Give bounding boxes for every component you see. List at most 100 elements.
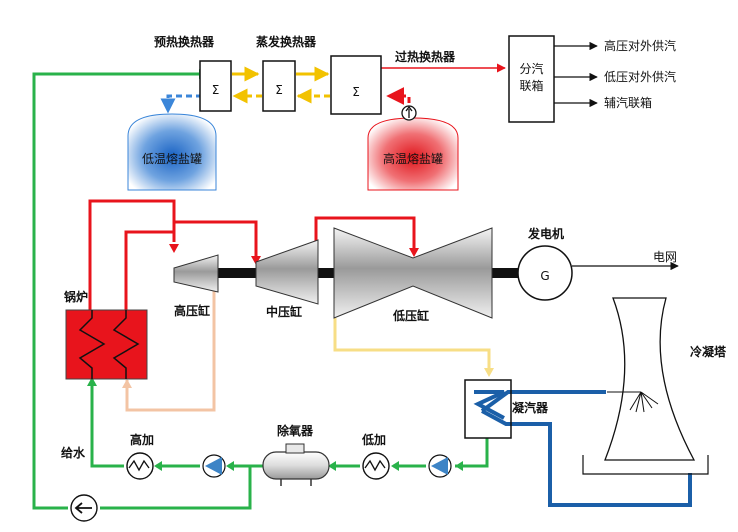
cooling-return-line [481,409,692,507]
low-temp-tank-body [127,113,217,191]
low-temp-salt-tank: 低温熔盐罐 [127,113,217,191]
hp-exhaust-return-line [125,286,216,412]
low-temp-tank-label: 低温熔盐罐 [142,151,202,166]
preheater: Σ [199,60,232,112]
evaporator: Σ [262,60,296,112]
steam-header-label-2: 联箱 [519,78,543,93]
condenser-label: 凝汽器 [512,400,549,415]
condensate-pump[interactable] [428,454,452,478]
feedwater-pump[interactable] [70,494,98,522]
salt-pump-arrow-icon [405,105,413,118]
pump-triangle-icon [205,457,222,475]
superheater-box [330,55,382,115]
feed-pump[interactable] [202,454,226,478]
feedwater-bottom-line [100,464,262,510]
boiler [65,309,148,380]
feedwater-riser-line [32,72,199,510]
steam-outputs [554,41,598,108]
hp-heater [126,452,154,480]
arrow-into-ip [251,256,261,265]
superheater-symbol: Σ [352,85,360,99]
deaerator-body [262,451,330,480]
generator-label: 发电机 [527,226,564,241]
hp-cylinder-body [173,254,219,293]
arrow-into-lp [409,248,419,257]
feed-water-label: 给水 [61,445,86,460]
ip-to-lp-line [314,216,416,253]
superheater-label: 过热换热器 [395,49,456,64]
pump-arrow-icon [74,502,92,514]
hp-cylinder [173,254,219,293]
main-steam-lines [88,199,416,310]
arrow-into-deaerator [328,461,336,471]
condenser-tube-bundle [473,390,505,420]
arrow-into-condenser [484,368,494,377]
preheater-symbol: Σ [212,83,220,97]
arrow-into-hp [169,244,179,253]
generator: G [517,245,573,301]
lp-supply-label: 低压对外供汽 [604,69,676,84]
steam-header: 分汽 联箱 [508,35,555,123]
evaporator-box [262,60,296,112]
feedwater-loop [32,72,489,510]
boiler-coil-left [78,310,106,379]
spray-nozzle-icon [607,391,659,413]
cooling-tower-shell [604,297,696,461]
superheater: Σ [330,55,382,115]
generator-circle [517,245,573,301]
preheater-box [199,60,232,112]
hp-exhaust-to-boiler-line [124,230,174,310]
ip-cylinder-body [255,239,319,305]
lp-heater [362,452,390,480]
steam-arrows [169,244,419,265]
lp-exhaust-line [333,318,491,372]
cooling-tower-basin [582,455,709,475]
cooling-water-loop [473,390,692,507]
lp-heater-circle [362,452,390,480]
steam-header-label-1: 分汽 [519,61,543,76]
evaporator-symbol: Σ [275,83,283,97]
blue-salt-return [160,94,202,114]
hp-cylinder-label: 高压缸 [174,303,210,318]
deaerator-label: 除氧器 [277,423,314,438]
boiler-to-ip-line [174,220,258,258]
lp-heater-label: 低加 [361,432,386,447]
lp-cylinder-body [333,227,493,319]
pump-triangle-icon [431,457,448,475]
lp-cylinder [333,227,493,319]
arrow-into-feed-pump [226,461,234,471]
hp-supply-label: 高压对外供汽 [604,38,676,53]
steam-header-box [508,35,555,123]
arrow-into-lp-heater [391,461,399,471]
boiler-body [65,309,148,380]
deaerator [262,443,330,486]
cooling-tower [582,297,709,475]
hp-heater-label: 高加 [130,432,154,447]
condenser-box [464,379,512,439]
arrow-into-boiler [87,377,97,386]
feedwater-arrows [87,69,463,471]
arrow-into-lp-pump [455,461,463,471]
deaerator-dome [285,443,305,454]
heater-coil-icon [128,459,150,472]
aux-header-label: 辅汽联箱 [604,95,652,110]
ip-cylinder-label: 中压缸 [266,304,302,319]
salt-exchange-flows [160,63,506,114]
condenser [464,379,512,439]
arrow-into-boiler-reheat [122,379,132,388]
lp-cylinder-label: 低压缸 [392,308,429,323]
cooling-supply-line [480,390,606,413]
evaporator-label: 蒸发换热器 [256,34,317,49]
high-temp-salt-tank: 高温熔盐罐 [367,117,459,191]
salt-pump[interactable] [401,105,417,121]
heater-coil-icon [364,459,386,472]
high-temp-tank-label: 高温熔盐罐 [383,151,443,166]
arrow-into-hp-heater [154,461,162,471]
boiler-to-hp-line [88,199,176,310]
condensate-line [455,438,489,468]
hp-heater-to-boiler-line [90,378,124,468]
boiler-coil-right [112,310,140,379]
generator-symbol: G [540,269,549,283]
boiler-label: 锅炉 [64,289,88,304]
